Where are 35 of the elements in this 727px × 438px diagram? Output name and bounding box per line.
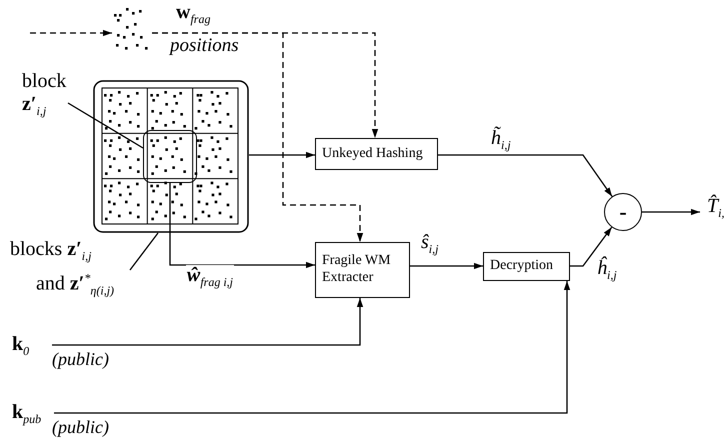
process-box xyxy=(315,242,410,298)
edge-label: ŝ$_{i,j}$ xyxy=(420,232,440,255)
operator-sign: - xyxy=(619,201,627,223)
arrow xyxy=(570,226,612,267)
subtraction-node xyxy=(604,193,642,231)
arrow xyxy=(30,30,112,36)
edge-label: h̃$_{i,j}$ xyxy=(490,128,512,151)
arrow xyxy=(410,262,483,270)
part-label: blocks z′$_{i,j}$ xyxy=(10,238,92,264)
arrow xyxy=(249,152,315,158)
edge-label: ŵ$_{frag i,j}$ xyxy=(186,265,234,288)
arrow xyxy=(642,208,700,216)
arrow xyxy=(152,32,364,242)
arrow xyxy=(52,298,364,346)
edge-label: T̂$_{i,}$ xyxy=(706,196,726,219)
box-label: Unkeyed Hashing xyxy=(322,146,423,162)
variable-label: w$_{frag}$ xyxy=(176,1,210,26)
box-label: Fragile WM Extracter xyxy=(322,253,392,287)
process-box xyxy=(315,138,438,170)
process-box xyxy=(483,252,570,281)
image-block-grid-drawing xyxy=(93,80,249,233)
node-label: positions xyxy=(170,36,239,57)
selected-block-outline xyxy=(143,130,197,183)
leader-line xyxy=(129,232,159,270)
key-symbol: k$_{pub}$ xyxy=(12,401,42,426)
box-label: Decryption xyxy=(490,258,553,275)
key-symbol: k$_{0}$ xyxy=(12,333,30,358)
arrow xyxy=(438,154,613,197)
node-label: (public) xyxy=(52,418,109,438)
arrow xyxy=(54,281,570,414)
leader-line xyxy=(68,102,144,149)
edge-label: ĥ$_{i,j}$ xyxy=(596,258,618,281)
part-label: block z′$_{i,j}$ xyxy=(22,70,68,119)
arrow xyxy=(169,183,315,268)
node-label: (public) xyxy=(52,350,109,370)
